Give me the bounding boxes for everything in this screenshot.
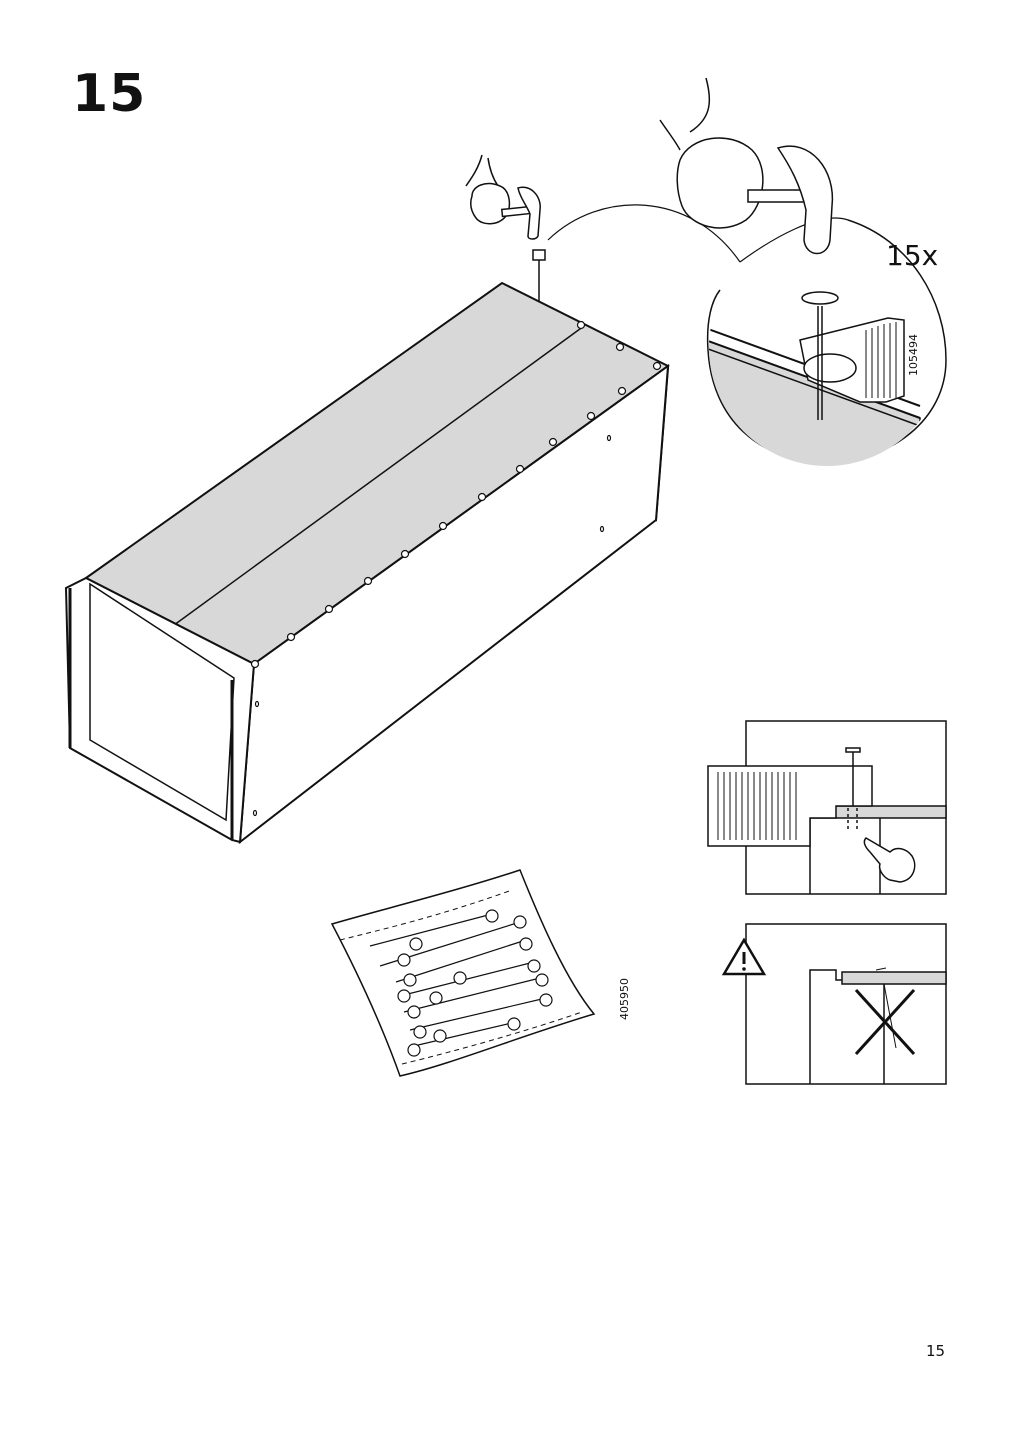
nail-detail-callout: 15x 105494 bbox=[659, 77, 947, 466]
pointing-hand-icon bbox=[863, 837, 916, 883]
nail-positions bbox=[250, 320, 662, 669]
incorrect-usage-panel bbox=[745, 923, 947, 1085]
step-number: 15 bbox=[72, 64, 147, 124]
nail-small bbox=[532, 249, 546, 261]
cross-icon bbox=[854, 988, 916, 1056]
hammer-icon bbox=[465, 154, 541, 240]
nail-bag bbox=[330, 869, 596, 1077]
quantity-label: 15x bbox=[886, 239, 938, 272]
page-number: 15 bbox=[926, 1342, 946, 1360]
cabinet-illustration bbox=[64, 249, 670, 845]
correct-usage-panel bbox=[707, 720, 947, 895]
cabinet-inner-opening bbox=[89, 582, 235, 822]
panel-seam bbox=[169, 325, 585, 629]
part-code-spacer: 105494 bbox=[907, 334, 920, 376]
nail-spacer-tool bbox=[799, 291, 905, 420]
warning-triangle-icon bbox=[721, 937, 767, 976]
part-code-nails: 405950 bbox=[618, 978, 631, 1020]
hammer-icon bbox=[659, 77, 834, 255]
